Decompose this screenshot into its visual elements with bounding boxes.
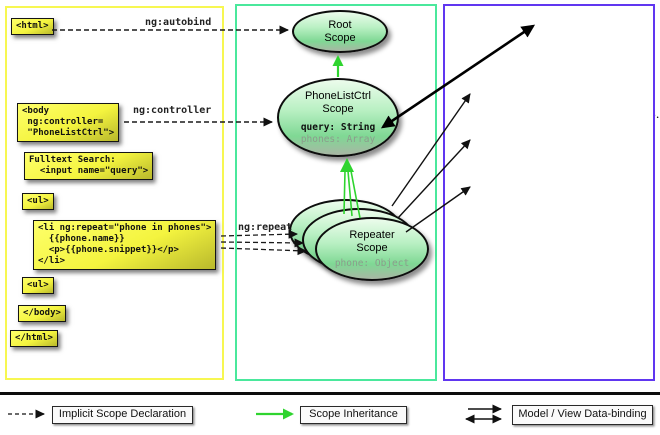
model-panel — [235, 4, 437, 381]
code-li-repeat: <li ng:repeat="phone in phones"> {{phone… — [33, 220, 217, 270]
code-fulltext-search: Fulltext Search: <input name="query"> — [24, 152, 154, 180]
code-html-open: <html> — [11, 18, 54, 35]
label-ng-repeat: ng:repeat — [238, 222, 293, 233]
view-panel — [443, 4, 655, 381]
code-body-close: </body> — [18, 305, 66, 322]
root-scope-ellipse: Root Scope — [292, 10, 388, 53]
legend-separator — [0, 392, 660, 395]
phonelistctrl-scope-ellipse: PhoneListCtrl Scope query: String phones… — [277, 78, 399, 157]
phonelistctrl-scope-title: PhoneListCtrl Scope — [304, 89, 372, 115]
label-ng-controller: ng:controller — [133, 105, 212, 116]
legend-implicit-scope-declaration: Implicit Scope Declaration — [52, 406, 193, 424]
code-html-close: </html> — [10, 330, 58, 347]
code-ul-close: <ul> — [22, 277, 54, 294]
scope-field-phones: phones: Array — [300, 133, 376, 145]
code-fulltext-label: Fulltext Search: — [29, 155, 116, 165]
code-fulltext-input: <input name="query"> — [29, 166, 149, 176]
code-body-open: <body ng:controller= "PhoneListCtrl"> — [17, 103, 120, 142]
root-scope-title: Root Scope — [324, 18, 356, 44]
repeater-scope-title: Repeater Scope — [349, 228, 395, 254]
scope-field-query: query: String — [300, 121, 376, 133]
legend-model-view-data-binding: Model / View Data-binding — [512, 405, 653, 425]
code-ul-open: <ul> — [22, 193, 54, 210]
scope-field-phone: phone: Object — [334, 257, 410, 269]
label-ng-autobind: ng:autobind — [145, 17, 212, 28]
repeater-scope-ellipse-front: Repeater Scope phone: Object — [315, 217, 429, 281]
legend-scope-inheritance: Scope Inheritance — [300, 406, 407, 424]
